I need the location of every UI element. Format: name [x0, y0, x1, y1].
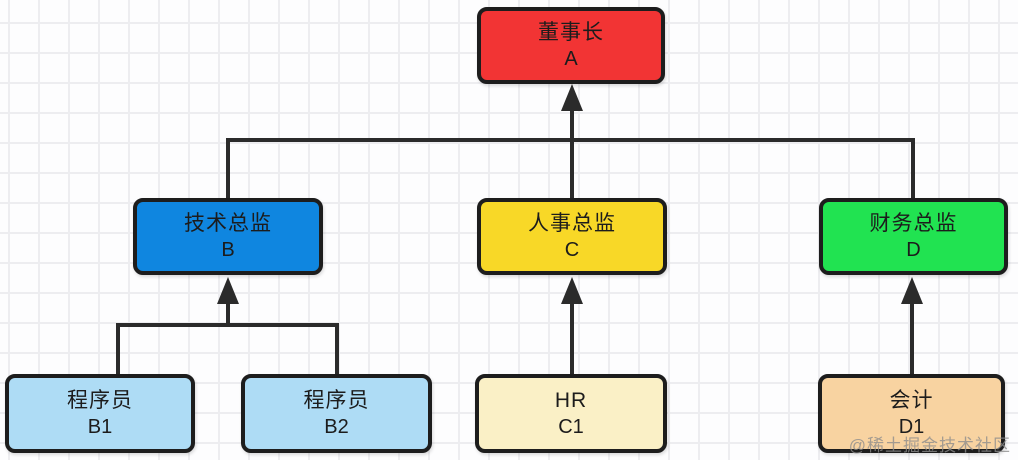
- node-code: B1: [87, 416, 113, 439]
- node-code: B: [221, 239, 235, 262]
- org-node-c1: HR C1: [475, 374, 667, 453]
- node-title: 董事长: [538, 20, 604, 44]
- org-node-d1: 会计 D1: [818, 374, 1005, 453]
- edge-b-children-arrowhead: [217, 277, 239, 304]
- node-title: HR: [554, 388, 588, 412]
- watermark: @稀土掘金技术社区: [848, 436, 1011, 455]
- org-node-a: 董事长 A: [477, 7, 665, 84]
- node-title: 技术总监: [184, 211, 272, 235]
- org-node-b2: 程序员 B2: [241, 374, 432, 453]
- node-title: 人事总监: [528, 211, 616, 235]
- edge-b1-b2-bracket: [116, 323, 339, 374]
- node-code: C1: [558, 416, 584, 439]
- edge-d1-to-d-arrowhead: [901, 277, 923, 304]
- node-title: 会计: [889, 388, 934, 412]
- node-code: C: [564, 239, 580, 262]
- edge-c1-to-c-arrowhead: [561, 277, 583, 304]
- org-node-c: 人事总监 C: [477, 198, 667, 275]
- node-code: B2: [324, 416, 349, 439]
- edge-c-to-a-arrowhead: [561, 84, 583, 111]
- node-title: 程序员: [303, 388, 370, 412]
- node-code: A: [564, 48, 578, 71]
- node-title: 财务总监: [869, 211, 958, 235]
- org-node-b1: 程序员 B1: [5, 374, 195, 453]
- node-code: D: [906, 239, 921, 262]
- node-code: D1: [898, 416, 925, 439]
- org-node-b: 技术总监 B: [133, 198, 323, 275]
- node-title: 程序员: [67, 388, 133, 412]
- org-node-d: 财务总监 D: [819, 198, 1008, 275]
